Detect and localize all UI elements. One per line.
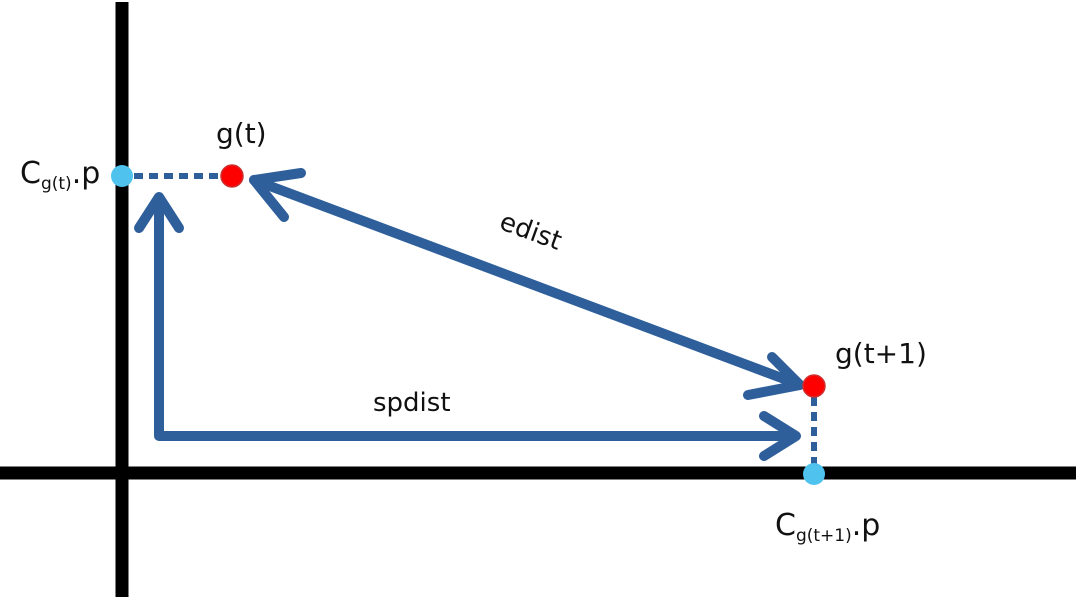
label-c-gt: Cg(t).p (20, 156, 100, 194)
point-gt (220, 164, 244, 188)
label-g-t: g(t) (216, 117, 267, 150)
label-c-gt-sub: g(t) (41, 174, 72, 194)
label-g-t1: g(t+1) (835, 337, 927, 370)
label-c-gt1-sub: g(t+1) (796, 526, 852, 546)
label-edist: edist (496, 207, 566, 257)
edist-arrow (249, 168, 805, 400)
label-c-gt-main: C (20, 156, 41, 191)
label-c-gt1-main: C (775, 508, 796, 543)
point-gt1 (802, 374, 826, 398)
label-spdist: spdist (373, 388, 451, 418)
label-c-gt1: Cg(t+1).p (775, 508, 880, 546)
point-c-gt (111, 165, 133, 187)
label-c-gt-suffix: .p (72, 156, 101, 191)
point-c-gt1 (803, 463, 825, 485)
label-c-gt1-suffix: .p (852, 508, 881, 543)
spdist-arrow (134, 192, 801, 461)
